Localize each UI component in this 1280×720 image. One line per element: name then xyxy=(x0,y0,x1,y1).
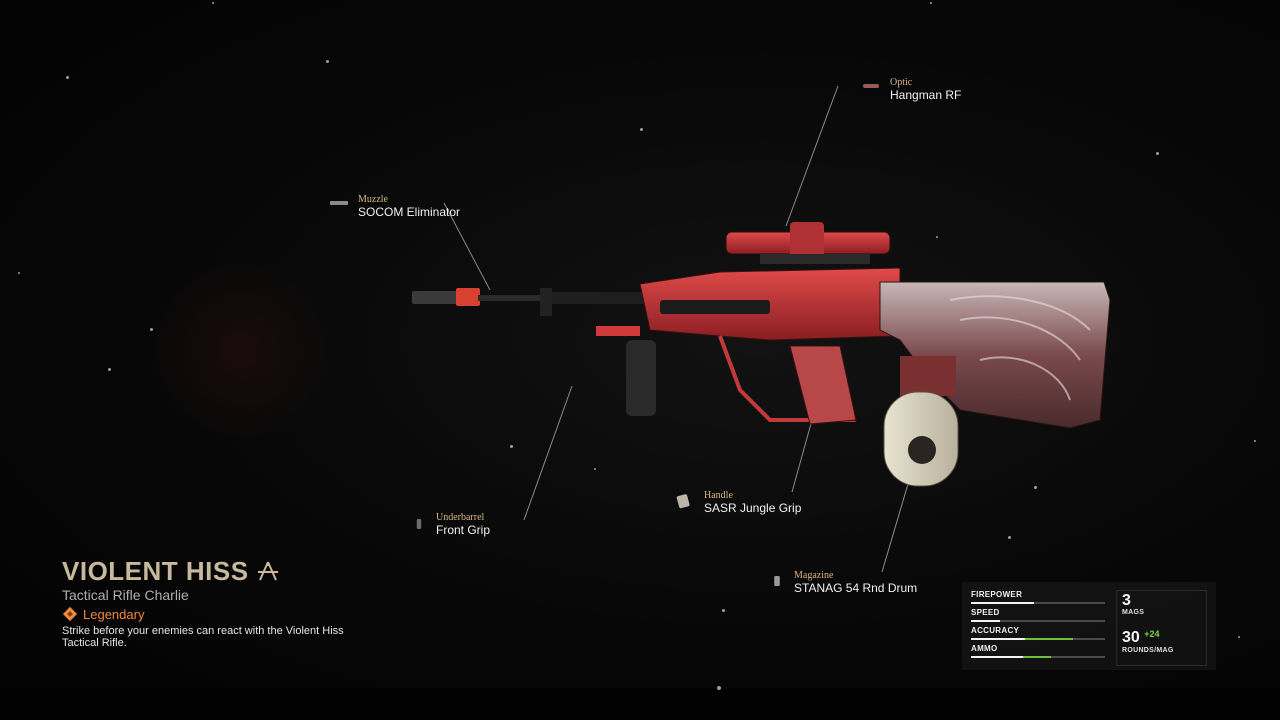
stat-firepower: FIREPOWER xyxy=(971,590,1105,604)
dust-particle xyxy=(717,686,721,690)
weapon-info-panel: VIOLENT HISS Tactical Rifle Charlie Lege… xyxy=(62,556,382,649)
weapon-stats-panel: FIREPOWER SPEED ACCURACY AMMO 3 MAGS 30 … xyxy=(962,582,1216,670)
dust-particle xyxy=(1008,536,1011,539)
stat-label: SPEED xyxy=(971,608,1000,617)
stat-bar xyxy=(971,638,1105,640)
attachment-name: SASR Jungle Grip xyxy=(704,501,802,515)
dust-particle xyxy=(930,2,932,4)
pistol-grip xyxy=(789,345,857,425)
dust-particle xyxy=(1238,636,1240,638)
grip-rail xyxy=(596,326,640,336)
attachment-name: Hangman RF xyxy=(890,88,962,102)
weapon-description: Strike before your enemies can react wit… xyxy=(62,625,372,649)
stat-fill xyxy=(971,656,1024,658)
stat-label: AMMO xyxy=(971,644,998,653)
scope-turret xyxy=(790,222,824,262)
handle-slot-icon xyxy=(676,494,690,509)
mags-label: MAGS xyxy=(1122,609,1145,616)
legendary-diamond-icon xyxy=(62,606,78,622)
stat-bar xyxy=(971,602,1105,604)
underbarrel-slot-icon xyxy=(416,519,422,529)
muzzle-ring xyxy=(456,288,480,306)
scope-mount xyxy=(760,254,870,264)
stat-bonus xyxy=(1023,656,1052,658)
mag-housing xyxy=(900,356,956,396)
optic-slot-icon xyxy=(863,84,879,88)
dust-particle xyxy=(212,2,214,4)
dust-particle xyxy=(108,368,111,371)
attachment-type: Handle xyxy=(704,490,733,501)
attachment-name: Front Grip xyxy=(436,523,491,537)
barrel-shroud xyxy=(552,292,652,304)
rounds-label: ROUNDS/MAG xyxy=(1122,647,1174,654)
description-line: Strike before your enemies can react wit… xyxy=(62,625,344,637)
attachment-type: Magazine xyxy=(794,570,834,581)
dust-particle xyxy=(326,60,329,63)
weapon-class: Tactical Rifle Charlie xyxy=(62,587,189,603)
stat-label: FIREPOWER xyxy=(971,590,1023,599)
attachment-type: Muzzle xyxy=(358,194,388,205)
magazine-slot-icon xyxy=(774,576,780,586)
muzzle-slot-icon xyxy=(330,201,348,205)
muzzle-device xyxy=(412,291,462,304)
dust-particle xyxy=(1034,486,1037,489)
barrel xyxy=(478,295,558,301)
description-line: Tactical Rifle. xyxy=(62,637,127,649)
dust-particle xyxy=(722,609,725,612)
dust-particle xyxy=(1156,152,1159,155)
attachment-name: STANAG 54 Rnd Drum xyxy=(794,581,918,595)
rarity-label: Legendary xyxy=(83,606,145,622)
dust-particle xyxy=(510,445,513,448)
attachment-name: SOCOM Eliminator xyxy=(358,205,461,219)
stat-bar xyxy=(971,620,1105,622)
ammo-summary: 3 MAGS 30 +24 ROUNDS/MAG xyxy=(1116,590,1207,666)
attachment-type: Underbarrel xyxy=(436,512,485,523)
front-grip xyxy=(626,340,656,416)
mags-count: 3 xyxy=(1122,592,1131,609)
dust-particle xyxy=(1254,440,1256,442)
stat-bonus xyxy=(1024,638,1073,640)
stat-fill xyxy=(971,638,1025,640)
compass-emblem-icon xyxy=(257,561,278,581)
rarity-row: Legendary xyxy=(62,606,382,622)
dust-particle xyxy=(936,236,938,238)
dust-particle xyxy=(66,76,69,79)
stat-fill xyxy=(971,602,1034,604)
stat-label: ACCURACY xyxy=(971,626,1020,635)
dust-particle xyxy=(640,128,643,131)
wing-engraving xyxy=(949,295,1091,401)
front-sight xyxy=(540,288,552,316)
weapon-name: VIOLENT HISS xyxy=(62,556,249,586)
rounds-count: 30 xyxy=(1122,629,1140,646)
stat-speed: SPEED xyxy=(971,608,1105,622)
receiver-slot xyxy=(660,300,770,314)
stat-ammo: AMMO xyxy=(971,644,1105,658)
stat-accuracy: ACCURACY xyxy=(971,626,1105,640)
dust-particle xyxy=(594,468,596,470)
rounds-bonus: +24 xyxy=(1144,629,1160,639)
skull-graphic xyxy=(908,436,936,464)
stat-fill xyxy=(971,620,1001,622)
attachment-type: Optic xyxy=(890,77,913,88)
stat-bar xyxy=(971,656,1105,658)
stock xyxy=(879,281,1111,429)
dust-particle xyxy=(18,272,20,274)
